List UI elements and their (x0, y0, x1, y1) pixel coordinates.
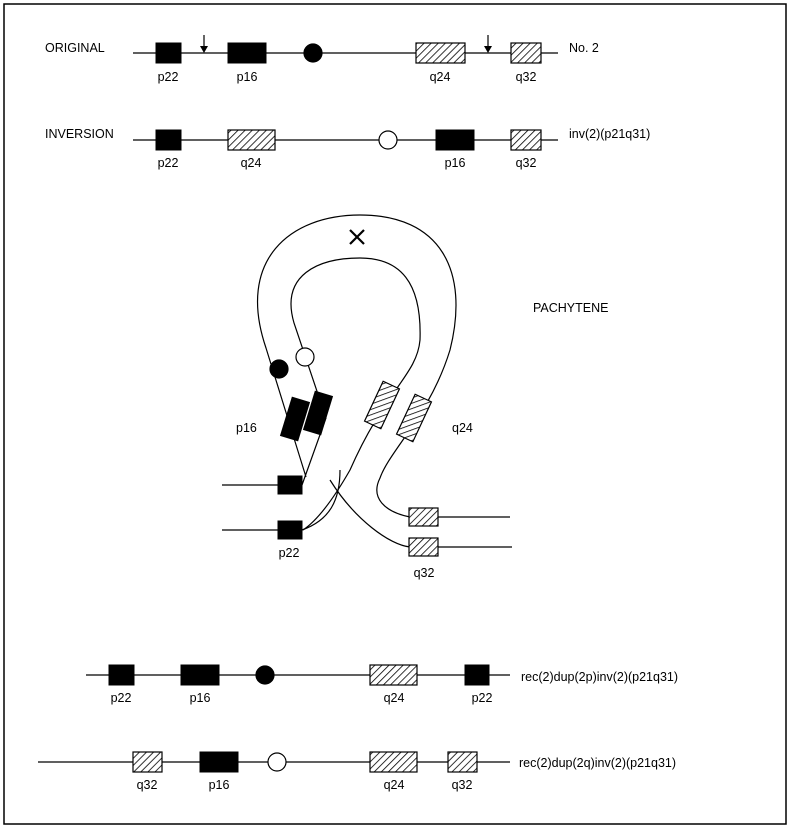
pachytene-band-p22-b (277, 520, 303, 540)
inversion-chromosome-name: inv(2)(p21q31) (569, 127, 650, 141)
pachytene-centromere-filled (269, 359, 289, 379)
pachytene-band-q32-b (408, 537, 439, 557)
inversion-band-p16 (435, 129, 475, 151)
rec-dup-2p-band-p22 (108, 664, 135, 686)
pachytene-band-p22-a (277, 475, 303, 495)
loop-crossing-strand-a (222, 469, 341, 531)
rec-dup-2p-band-p22b (464, 664, 490, 686)
rec-dup-2p-centromere (255, 665, 275, 685)
inversion-band-q32 (510, 129, 542, 151)
rec-dup-2q-label-q24: q24 (384, 778, 405, 792)
rec-dup-2p-name: rec(2)dup(2p)inv(2)(p21q31) (521, 670, 678, 684)
inversion-band-p22 (155, 129, 182, 151)
rec-dup-2q-band-q24 (369, 751, 418, 773)
loop-inner-strand (222, 257, 421, 531)
pachytene-loop: PACHYTENE p16 q24 p22 q32 (222, 214, 608, 580)
rec-dup-2q-band-p16 (199, 751, 239, 773)
rec-dup-2p-label-p22b: p22 (472, 691, 493, 705)
pachytene-label-q32: q32 (414, 566, 435, 580)
breakpoint-arrow-p21 (200, 35, 208, 53)
original-label-p16: p16 (237, 70, 258, 84)
pachytene-centromere-open (295, 347, 315, 367)
rec-dup-2p-label-p16: p16 (190, 691, 211, 705)
original-band-p22 (155, 42, 182, 64)
original-label-q32: q32 (516, 70, 537, 84)
rec-dup-2p-label-p22: p22 (111, 691, 132, 705)
rec-dup-2p-chromosome: p22 p16 q24 p22 rec(2)dup(2p)inv(2)(p21q… (86, 664, 678, 705)
rec-dup-2p-band-q24 (369, 664, 418, 686)
rec-dup-2q-band-q32b (447, 751, 478, 773)
original-band-q32 (510, 42, 542, 64)
rec-dup-2q-centromere (267, 752, 287, 772)
loop-outer-strand (256, 214, 510, 518)
original-label-q24: q24 (430, 70, 451, 84)
inversion-centromere (378, 130, 398, 150)
original-band-q24 (415, 42, 466, 64)
rec-dup-2p-label-q24: q24 (384, 691, 405, 705)
inversion-band-q24 (227, 129, 276, 151)
original-chromosome: ORIGINAL p22 p16 q24 q32 No. 2 (45, 35, 599, 84)
pachytene-band-q24-a (363, 380, 401, 430)
pachytene-band-q32-a (408, 507, 439, 527)
inversion-label-p22: p22 (158, 156, 179, 170)
inversion-row-label: INVERSION (45, 127, 114, 141)
pachytene-label-p22: p22 (279, 546, 300, 560)
breakpoint-arrow-q31 (484, 35, 492, 53)
inversion-label-p16: p16 (445, 156, 466, 170)
pachytene-label-p16: p16 (236, 421, 257, 435)
pachytene-band-p16-b (302, 390, 334, 436)
inversion-label-q32: q32 (516, 156, 537, 170)
original-chromosome-name: No. 2 (569, 41, 599, 55)
original-label-p22: p22 (158, 70, 179, 84)
rec-dup-2p-band-p16 (180, 664, 220, 686)
loop-crossing-strand-b (329, 479, 512, 548)
original-row-label: ORIGINAL (45, 41, 105, 55)
rec-dup-2q-chromosome: q32 p16 q24 q32 rec(2)dup(2q)inv(2)(p21q… (38, 751, 676, 792)
figure-frame (3, 3, 787, 825)
rec-dup-2q-band-q32 (132, 751, 163, 773)
pachytene-label: PACHYTENE (533, 301, 608, 315)
inversion-chromosome: INVERSION p22 q24 p16 q32 inv(2)(p21q31) (45, 127, 650, 170)
pachytene-band-q24-b (395, 393, 433, 443)
rec-dup-2q-name: rec(2)dup(2q)inv(2)(p21q31) (519, 756, 676, 770)
original-band-p16 (227, 42, 267, 64)
inversion-label-q24: q24 (241, 156, 262, 170)
pachytene-label-q24: q24 (452, 421, 473, 435)
chiasma-cross-icon (349, 229, 365, 245)
rec-dup-2q-label-q32: q32 (137, 778, 158, 792)
original-centromere (303, 43, 323, 63)
pachytene-band-p16-a (279, 396, 311, 442)
rec-dup-2q-label-p16: p16 (209, 778, 230, 792)
rec-dup-2q-label-q32b: q32 (452, 778, 473, 792)
